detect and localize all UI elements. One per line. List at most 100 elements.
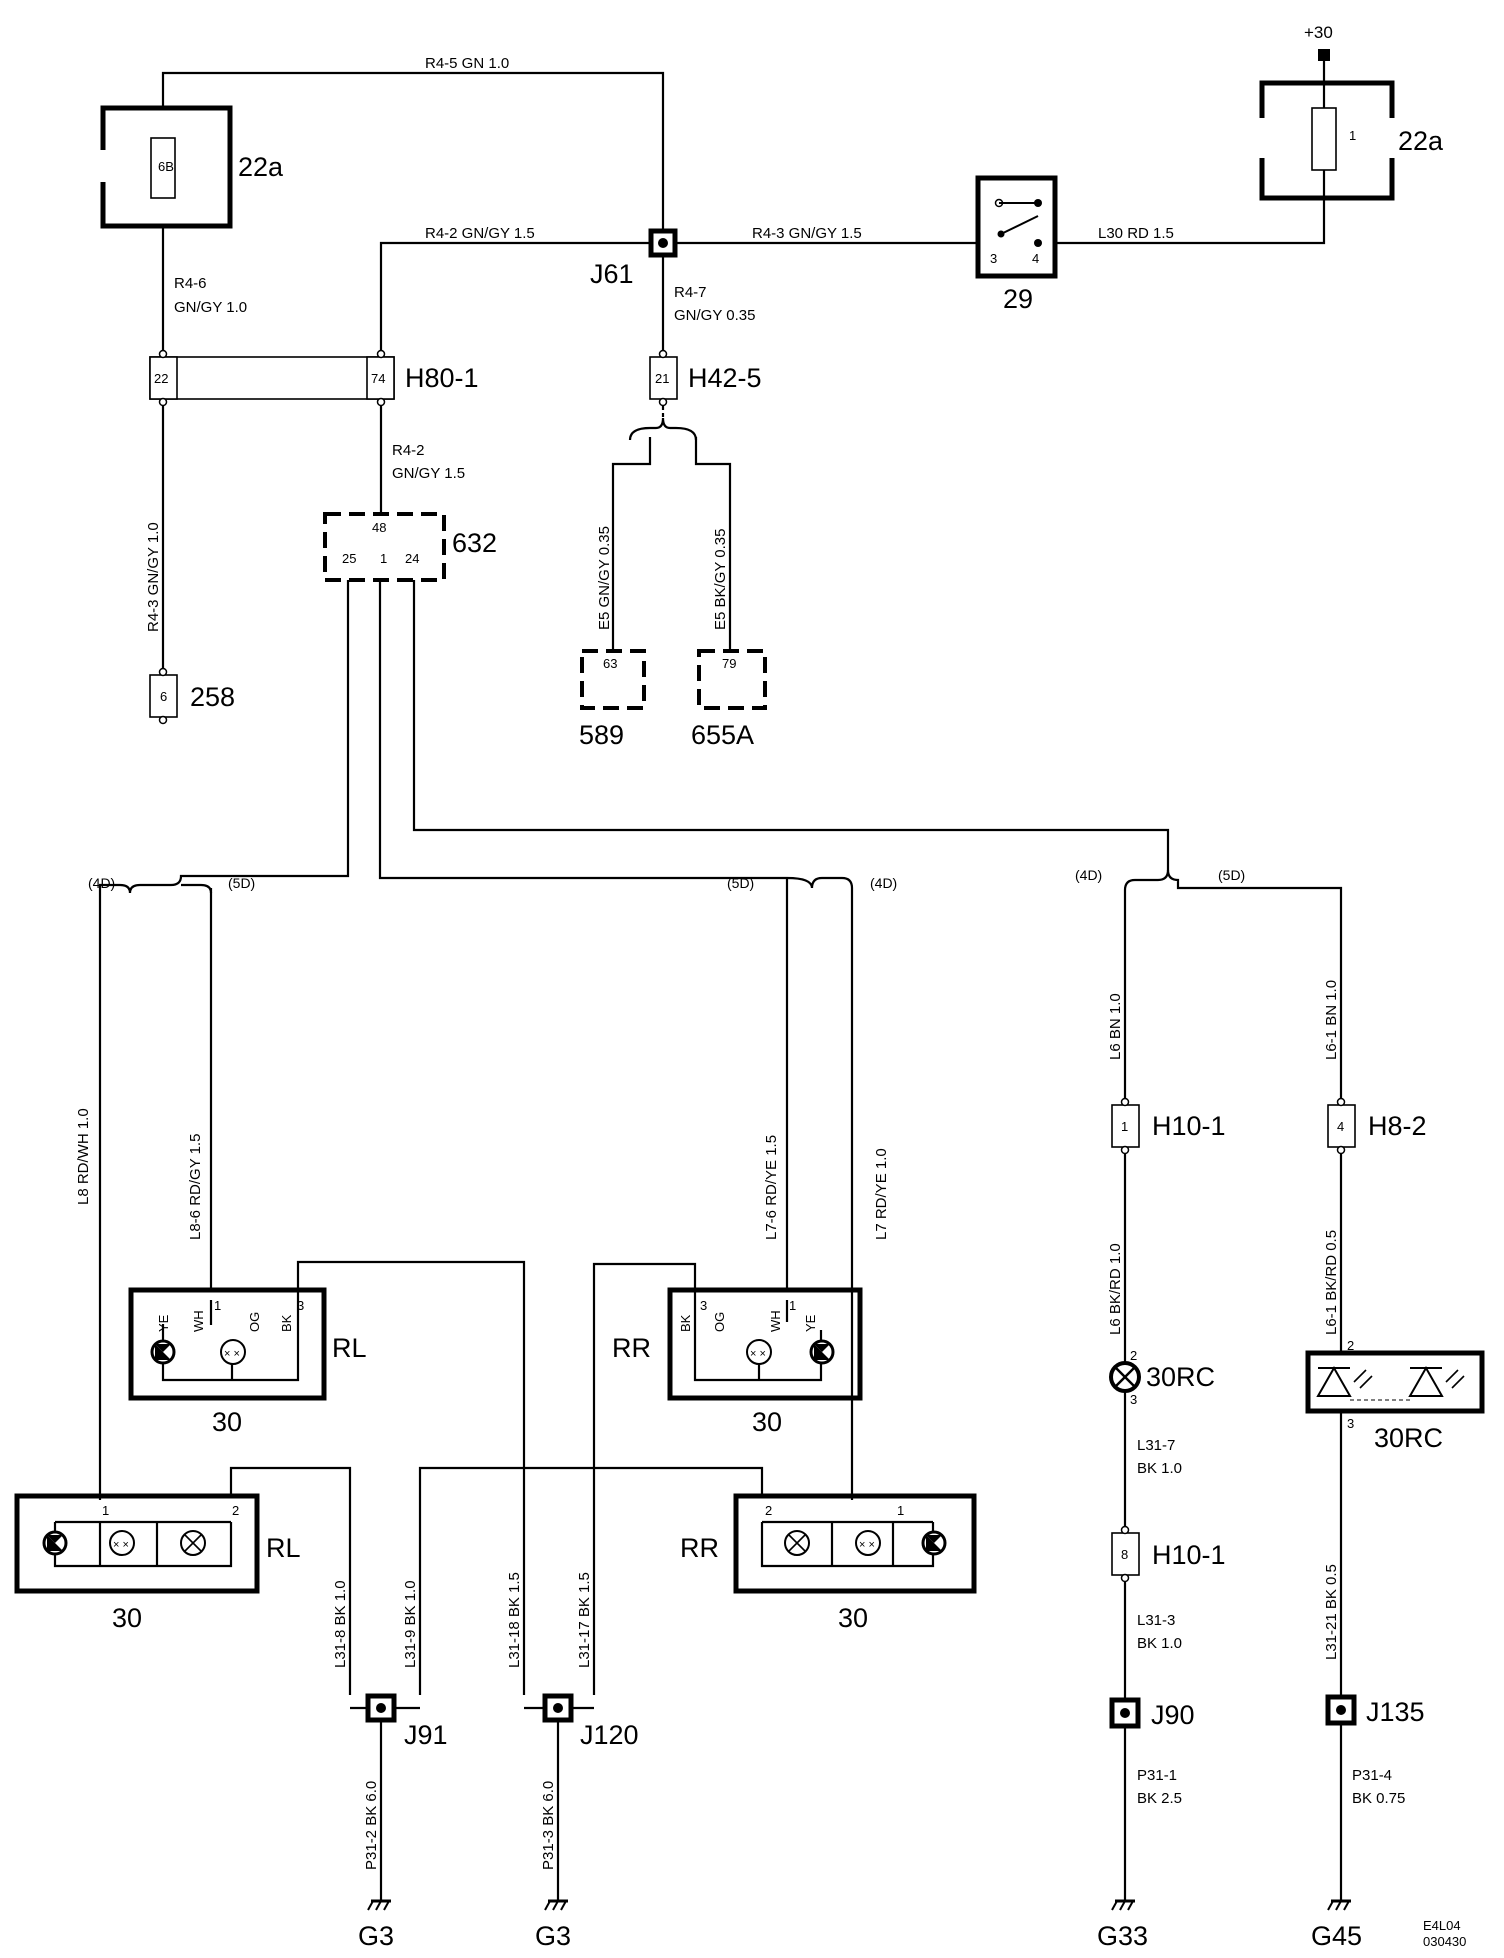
g45-label: G45 [1311, 1921, 1362, 1951]
rl-lower-ref: 30 [112, 1603, 142, 1633]
wire-l31-17-label: L31-17 BK 1.5 [576, 1572, 593, 1668]
h8-pin: 4 [1337, 1119, 1344, 1134]
rl-upper-ref: 30 [212, 1407, 242, 1437]
wire-l31-7-label-a: L31-7 [1137, 1437, 1175, 1454]
led-30rc: 2 3 30RC [1305, 1338, 1485, 1453]
rl-upper-og: OG [247, 1312, 262, 1332]
wire-p31-4-label-a: P31-4 [1352, 1767, 1392, 1784]
lamp-rl-upper: × × YE WH OG BK 1 3 RL 30 [128, 1287, 367, 1437]
rr-upper-wh: WH [768, 1310, 783, 1332]
wire-r4-7-label-a: R4-7 [674, 284, 707, 301]
30rc-lamp-ref: 30RC [1146, 1362, 1215, 1392]
rl-lower-pin2: 2 [232, 1503, 239, 1518]
connector-258: 6 258 [149, 667, 235, 725]
lamp-30rc: 2 3 30RC [1109, 1348, 1215, 1407]
632-ref: 632 [452, 528, 497, 558]
wire-l8-label: L8 RD/WH 1.0 [75, 1108, 92, 1205]
wire-r4-2-label-b: GN/GY 1.5 [392, 465, 465, 482]
wire-l7-6-label: L7-6 RD/YE 1.5 [763, 1135, 780, 1240]
rl-lower-pin1: 1 [102, 1503, 109, 1518]
wire-l31-7-label-b: BK 1.0 [1137, 1460, 1182, 1477]
wire-e5-b-label: E5 BK/GY 0.35 [712, 529, 729, 630]
wire-r4-3-left-label: R4-3 GN/GY 1.0 [145, 522, 162, 632]
rr-lower-ref: 30 [838, 1603, 868, 1633]
30rc-led-pin2: 2 [1347, 1338, 1354, 1353]
h42-ref: H42-5 [688, 363, 762, 393]
j91-label: J91 [404, 1720, 448, 1750]
rr-upper-pin1: 1 [789, 1298, 796, 1313]
30rc-lamp-pin2: 2 [1130, 1348, 1137, 1363]
632-pin-1: 1 [380, 551, 387, 566]
ground-g45: G45 [1311, 1899, 1362, 1951]
supply-label: +30 [1304, 23, 1333, 42]
632-pin-24: 24 [405, 551, 419, 566]
h80-pin-22: 22 [154, 371, 168, 386]
wire-l31-8-label: L31-8 BK 1.0 [332, 1580, 349, 1668]
branch-right-4d: (4D) [1075, 867, 1102, 883]
connector-589: 63 589 [579, 649, 646, 750]
wire-l31-3-label-b: BK 1.0 [1137, 1635, 1182, 1652]
rr-upper-side: RR [612, 1333, 651, 1363]
wire-l31-3-label-a: L31-3 [1137, 1612, 1175, 1629]
h80-pin-74: 74 [371, 371, 385, 386]
g3-b-label: G3 [535, 1921, 571, 1951]
wire-r4-3-top-label: R4-3 GN/GY 1.5 [752, 225, 862, 242]
rl-upper-pin3: 3 [297, 1298, 304, 1313]
wire-l30-label: L30 RD 1.5 [1098, 225, 1174, 242]
junction-j90: J90 [1109, 1697, 1195, 1730]
lamp-rr-lower: × × 2 1 RR 30 [680, 1493, 977, 1633]
rr-upper-ye: YE [803, 1314, 818, 1332]
g33-label: G33 [1097, 1921, 1148, 1951]
655a-pin-79: 79 [722, 656, 736, 671]
rl-upper-ye: YE [156, 1314, 171, 1332]
fuse-box-right-ref: 22a [1398, 126, 1444, 156]
wire-l6-top-label: L6 BN 1.0 [1107, 993, 1124, 1060]
632-pin-25: 25 [342, 551, 356, 566]
wire-l30 [1046, 170, 1326, 245]
wire-l31-21-label: L31-21 BK 0.5 [1323, 1564, 1340, 1660]
wire-r4-6-label-a: R4-6 [174, 275, 207, 292]
module-632: 48 25 1 24 632 [323, 512, 497, 582]
rl-upper-pin1: 1 [214, 1298, 221, 1313]
30rc-led-ref: 30RC [1374, 1423, 1443, 1453]
junction-j91: J91 [350, 1693, 448, 1750]
wire-p31-2-label: P31-2 BK 6.0 [363, 1781, 380, 1870]
h10-upper-pin: 1 [1121, 1119, 1128, 1134]
connector-h8-2: 4 H8-2 [1327, 1097, 1427, 1155]
switch-29-ref: 29 [1003, 284, 1033, 314]
junction-j61-label: J61 [590, 259, 634, 289]
connector-655a: 79 655A [691, 649, 767, 750]
wire-l6-mid-label: L6 BK/RD 1.0 [1107, 1243, 1124, 1335]
wire-r4-5 [161, 71, 665, 232]
g3-a-label: G3 [358, 1921, 394, 1951]
wire-e5-a-label: E5 GN/GY 0.35 [596, 526, 613, 630]
branch-left-5d: (5D) [228, 875, 255, 891]
258-ref: 258 [190, 682, 235, 712]
branch-left-4d: (4D) [88, 875, 115, 891]
wire-p31-1-label-a: P31-1 [1137, 1767, 1177, 1784]
junction-j120: J120 [524, 1693, 639, 1750]
rr-upper-ref: 30 [752, 1407, 782, 1437]
connector-h42-5: 21 H42-5 [649, 349, 762, 407]
30rc-led-pin3: 3 [1347, 1416, 1354, 1431]
branch-right-5d: (5D) [1218, 867, 1245, 883]
655a-ref: 655A [691, 720, 754, 750]
rl-lower-side: RL [266, 1533, 301, 1563]
connector-h10-1-lower: 8 H10-1 [1111, 1525, 1226, 1583]
footer-date: 030430 [1423, 1934, 1466, 1949]
h10-lower-ref: H10-1 [1152, 1540, 1226, 1570]
switch-pin-3: 3 [990, 251, 997, 266]
svg-text:× ×: × × [859, 1539, 875, 1551]
fuse-box-left: 6B 22a [99, 105, 284, 229]
junction-j135: J135 [1325, 1694, 1425, 1727]
lamp-rr-upper: × × BK OG WH YE 3 1 RR 30 [612, 1287, 863, 1437]
j120-label: J120 [580, 1720, 639, 1750]
rr-upper-og: OG [712, 1312, 727, 1332]
wire-l31-9-label: L31-9 BK 1.0 [402, 1580, 419, 1668]
junction-j61: J61 [590, 228, 678, 289]
rr-lower-pin2: 2 [765, 1503, 772, 1518]
h10-upper-ref: H10-1 [1152, 1111, 1226, 1141]
589-ref: 589 [579, 720, 624, 750]
wire-p31-4-label-b: BK 0.75 [1352, 1790, 1405, 1807]
